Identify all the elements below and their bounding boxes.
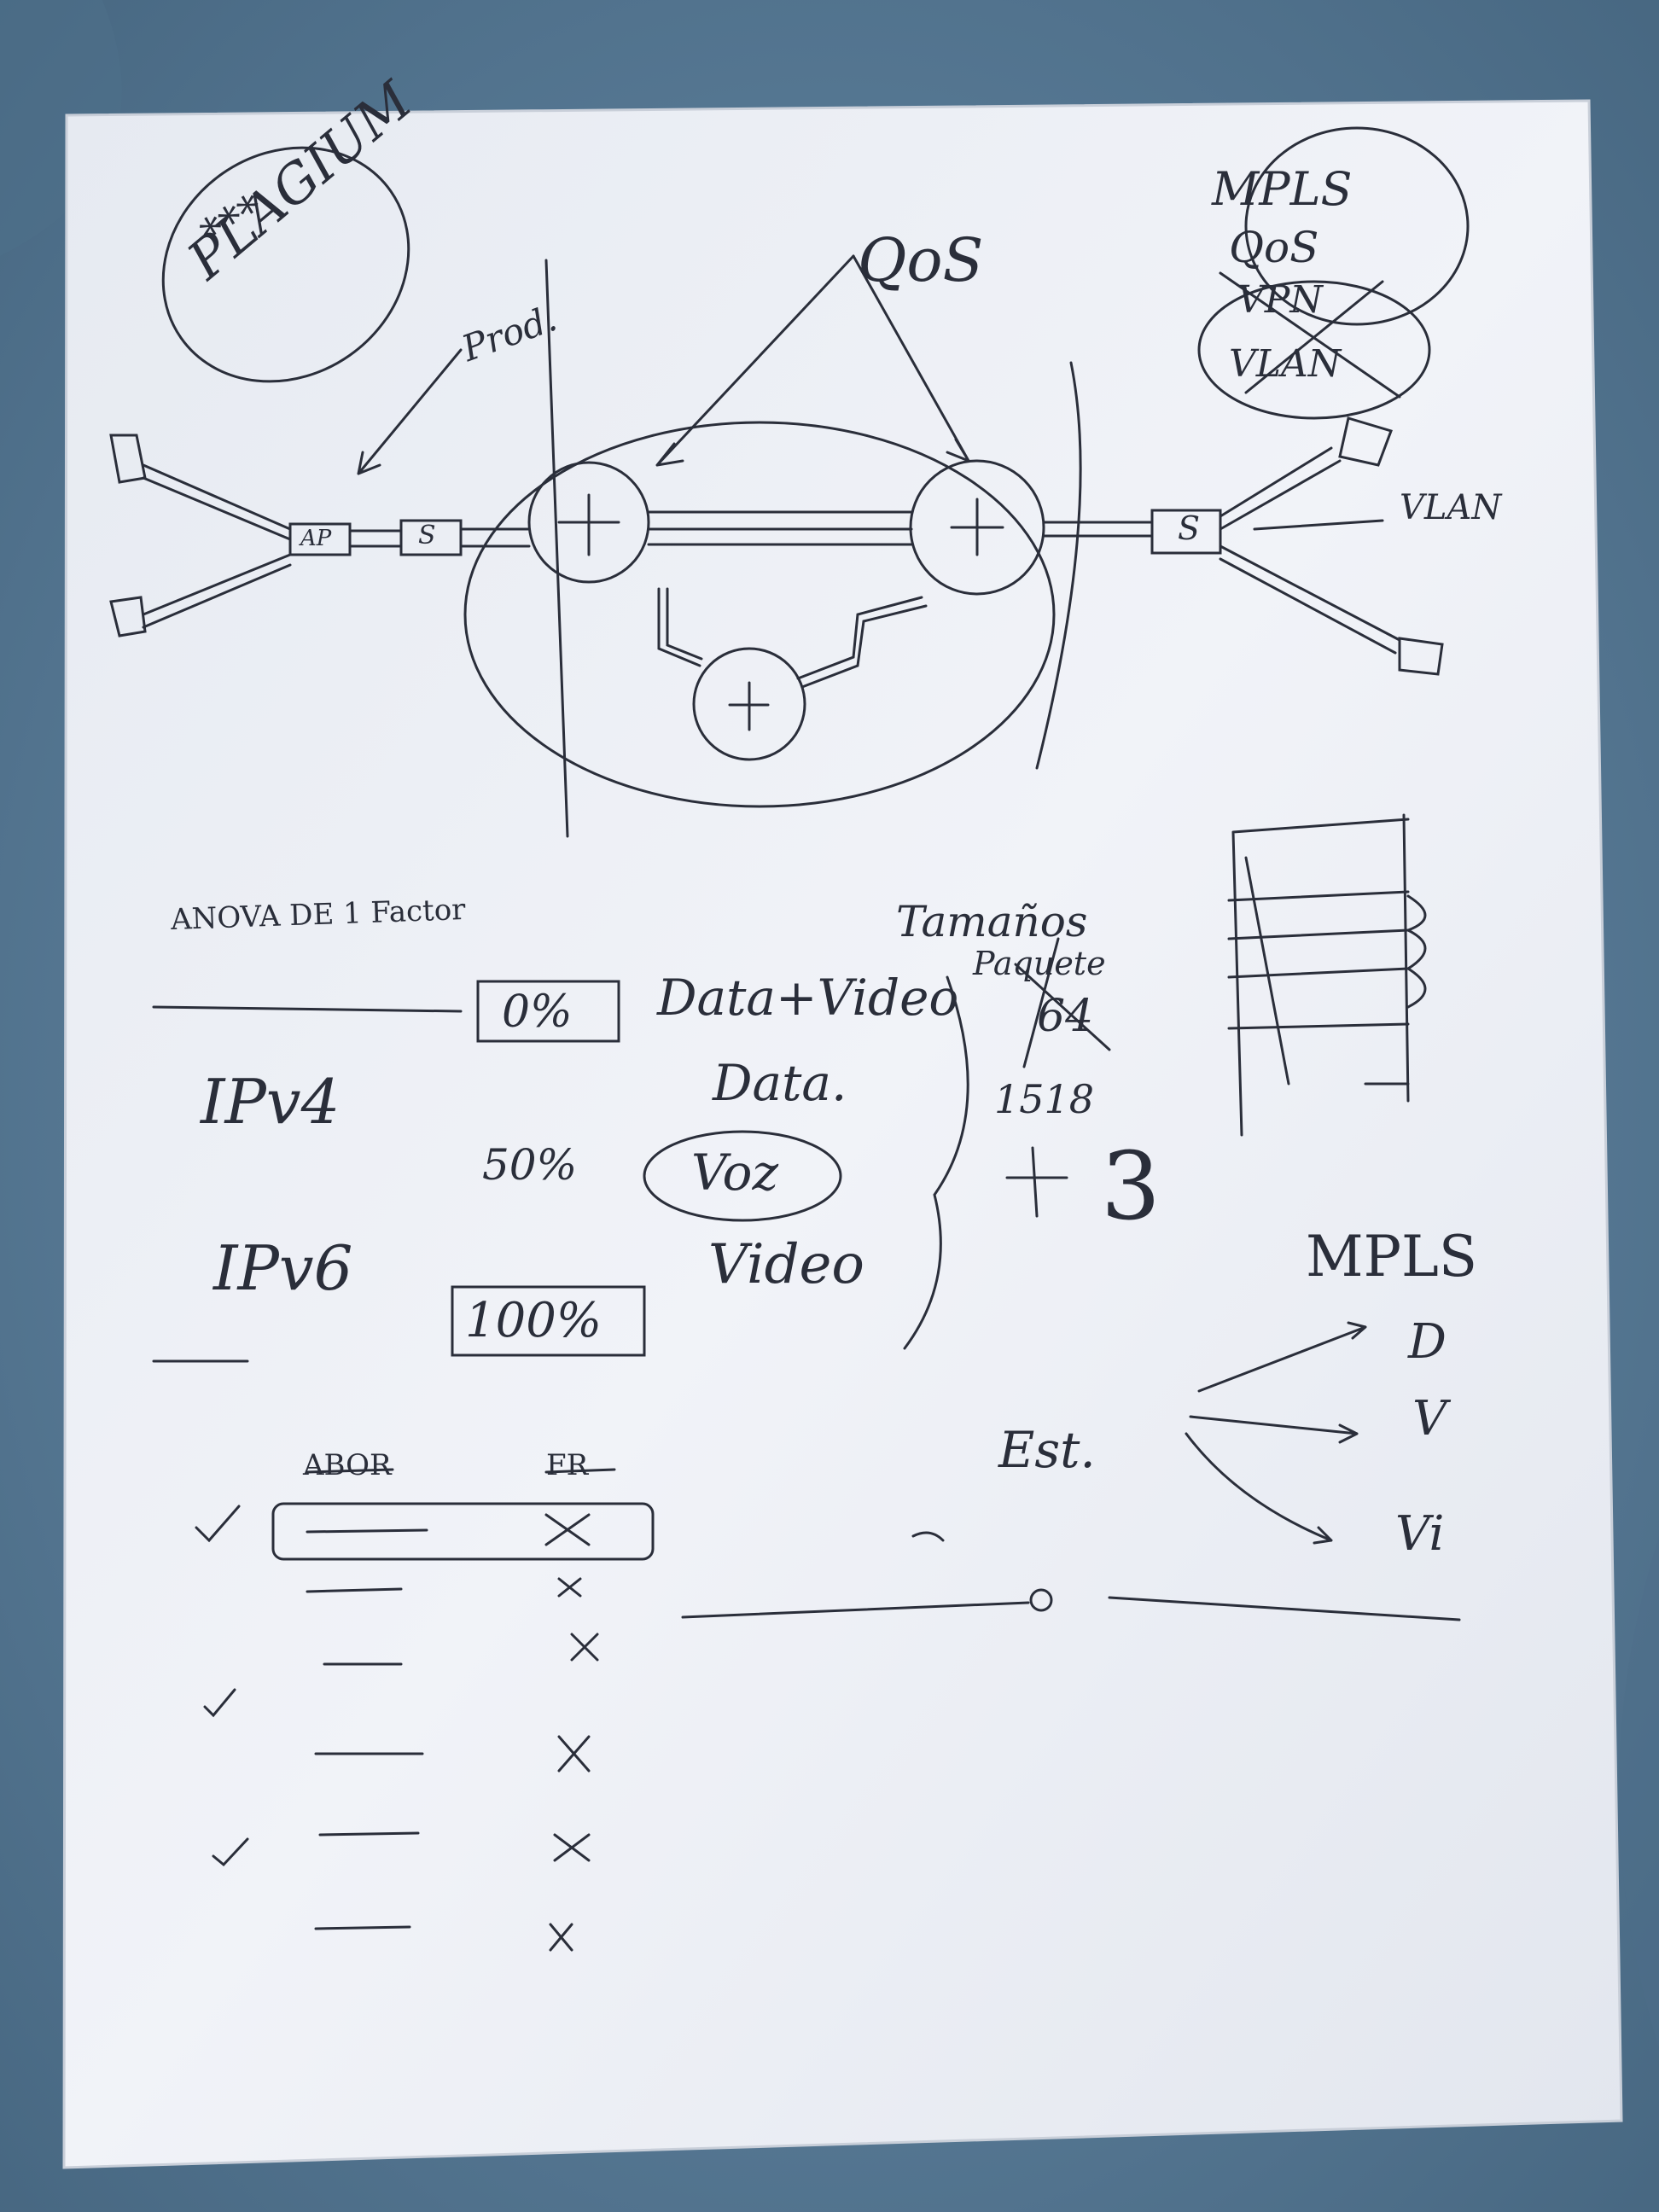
fr-label: FR [546, 1448, 589, 1482]
lower-notes-drawings [152, 813, 1461, 1952]
video-label: Video [708, 1233, 864, 1296]
vlan-right-label: VLAN [1400, 488, 1502, 527]
x3-label: 3 [1101, 1132, 1161, 1241]
data-label: Data. [713, 1054, 847, 1112]
n64-label: 64 [1037, 991, 1094, 1042]
data-video-label: Data+Video [657, 969, 959, 1027]
n1518-label: 1518 [994, 1076, 1095, 1122]
voz-label: Voz [691, 1144, 779, 1202]
vpn-label: VPN [1237, 278, 1323, 322]
s-right-label: S [1178, 509, 1201, 547]
mpls-top-label: MPLS [1212, 162, 1353, 216]
vi-label: Vi [1395, 1506, 1445, 1562]
qos-small-label: QoS [1229, 223, 1319, 272]
mpls-right-label: MPLS [1306, 1224, 1478, 1289]
paper-sheet [62, 99, 1623, 2169]
ipv6-label: IPv6 [213, 1232, 353, 1304]
tamanos-label: Tamaños [896, 897, 1088, 946]
v-label: V [1412, 1391, 1447, 1447]
est-label: Est. [998, 1421, 1096, 1479]
pct-100-label: 100% [465, 1293, 602, 1348]
d-label: D [1408, 1314, 1447, 1370]
abor-label: ABOR [303, 1448, 392, 1482]
pct-0-label: 0% [502, 987, 573, 1038]
paquete-label: Paquete [973, 945, 1106, 982]
vlan-top-label: VLAN [1229, 342, 1342, 386]
qos-label: QoS [858, 225, 984, 295]
ap-label: AP [300, 526, 332, 551]
pct-50-label: 50% [482, 1140, 578, 1190]
s-left-label: S [418, 521, 436, 550]
network-diagram [109, 126, 1470, 838]
ipv4-label: IPv4 [201, 1066, 341, 1138]
